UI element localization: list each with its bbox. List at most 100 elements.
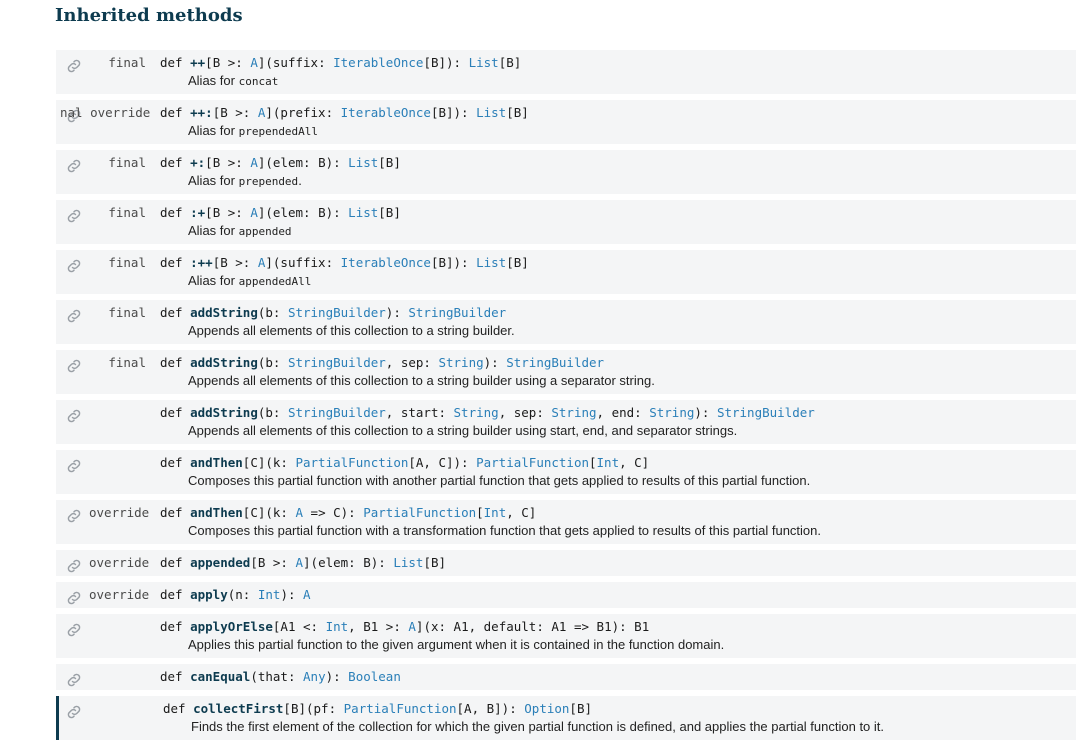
type-link[interactable]: Boolean xyxy=(348,669,401,684)
link-icon[interactable] xyxy=(64,407,82,425)
type-link[interactable]: Int xyxy=(325,619,349,634)
type-link[interactable]: A xyxy=(303,587,311,602)
method-signature: def ++:[B >: A](prefix: IterableOnce[B])… xyxy=(160,105,529,120)
link-icon[interactable] xyxy=(64,57,82,75)
type-link[interactable]: IterableOnce xyxy=(333,55,424,70)
link-icon[interactable] xyxy=(64,703,82,721)
type-link[interactable]: List xyxy=(468,55,499,70)
method-name-link[interactable]: applyOrElse xyxy=(190,619,273,634)
method-signature: def addString(b: StringBuilder, sep: Str… xyxy=(160,355,604,370)
type-link[interactable]: PartialFunction xyxy=(363,505,477,520)
link-icon[interactable] xyxy=(64,507,82,525)
signature-text: (b: xyxy=(257,355,288,370)
type-link[interactable]: IterableOnce xyxy=(340,255,431,270)
link-icon[interactable] xyxy=(64,557,82,575)
link-icon[interactable] xyxy=(64,307,82,325)
link-icon[interactable] xyxy=(64,589,82,607)
type-link[interactable]: List xyxy=(476,255,507,270)
type-link[interactable]: A xyxy=(408,619,416,634)
signature-text: , B1 >: xyxy=(348,619,409,634)
signature-text: def xyxy=(160,505,191,520)
type-link[interactable]: A xyxy=(250,55,258,70)
type-link[interactable]: A xyxy=(257,255,266,270)
type-link[interactable]: List xyxy=(476,105,507,120)
type-link[interactable]: Any xyxy=(303,669,326,684)
method-name-link[interactable]: addString xyxy=(190,355,258,370)
method-name-link[interactable]: canEqual xyxy=(190,669,251,684)
type-link[interactable]: IterableOnce xyxy=(340,105,431,120)
link-icon[interactable] xyxy=(64,671,82,689)
type-link[interactable]: A xyxy=(257,105,266,120)
type-link[interactable]: StringBuilder xyxy=(287,405,386,420)
method-description: Alias for concat xyxy=(188,73,278,88)
signature-text: [B >: xyxy=(212,105,258,120)
link-icon[interactable] xyxy=(64,107,82,125)
signature-text: [B]): xyxy=(423,55,469,70)
link-icon[interactable] xyxy=(64,357,82,375)
method-name-link[interactable]: +: xyxy=(190,155,206,170)
type-link[interactable]: PartialFunction xyxy=(295,455,409,470)
type-link[interactable]: List xyxy=(348,205,379,220)
signature-text: ](elem: B): xyxy=(257,205,349,220)
type-link[interactable]: List xyxy=(393,555,424,570)
link-icon[interactable] xyxy=(64,457,82,475)
type-link[interactable]: StringBuilder xyxy=(287,355,386,370)
signature-text: [A, C]): xyxy=(408,455,477,470)
type-link[interactable]: StringBuilder xyxy=(506,355,605,370)
signature-text: def xyxy=(160,105,191,120)
type-link[interactable]: PartialFunction xyxy=(343,701,457,716)
type-link[interactable]: Int xyxy=(596,455,620,470)
method-name-link[interactable]: :+ xyxy=(190,205,206,220)
signature-text: def xyxy=(160,455,191,470)
method-name-link[interactable]: appended xyxy=(190,555,251,570)
type-link[interactable]: StringBuilder xyxy=(408,305,507,320)
signature-text: , sep: xyxy=(385,355,439,370)
signature-text: , C] xyxy=(506,505,537,520)
method-name-link[interactable]: :++ xyxy=(190,255,213,270)
type-link[interactable]: PartialFunction xyxy=(476,455,589,470)
signature-text: [B] xyxy=(569,701,592,716)
signature-text: [B] xyxy=(498,55,522,70)
description-code: prepended xyxy=(238,175,299,188)
method-name-link[interactable]: ++ xyxy=(190,55,206,70)
description-text: Alias for xyxy=(188,73,239,88)
method-name-link[interactable]: andThen xyxy=(190,505,243,520)
signature-text: [B] xyxy=(378,205,401,220)
method-name-link[interactable]: addString xyxy=(190,405,258,420)
method-modifiers: final xyxy=(108,205,146,220)
type-link[interactable]: Int xyxy=(483,505,507,520)
method-signature: def :++[B >: A](suffix: IterableOnce[B])… xyxy=(160,255,529,270)
method-name-link[interactable]: collectFirst xyxy=(193,701,284,716)
type-link[interactable]: String xyxy=(438,355,484,370)
method-name-link[interactable]: addString xyxy=(190,305,258,320)
method-name-link[interactable]: andThen xyxy=(190,455,243,470)
description-text: Applies this partial function to the giv… xyxy=(188,637,725,652)
signature-text: , start: xyxy=(385,405,454,420)
type-link[interactable]: A xyxy=(250,155,258,170)
type-link[interactable]: StringBuilder xyxy=(716,405,815,420)
description-text: Appends all elements of this collection … xyxy=(188,423,738,438)
type-link[interactable]: A xyxy=(295,555,304,570)
type-link[interactable]: Option xyxy=(524,701,570,716)
method-name-link[interactable]: ++: xyxy=(190,105,213,120)
method-description: Alias for appended xyxy=(188,223,292,238)
type-link[interactable]: A xyxy=(250,205,258,220)
method-name-link[interactable]: apply xyxy=(190,587,228,602)
type-link[interactable]: A xyxy=(295,505,304,520)
signature-text: def xyxy=(160,405,191,420)
type-link[interactable]: Int xyxy=(257,587,281,602)
type-link[interactable]: String xyxy=(551,405,597,420)
type-link[interactable]: String xyxy=(649,405,695,420)
type-link[interactable]: String xyxy=(453,405,499,420)
signature-text: def xyxy=(160,669,191,684)
link-icon[interactable] xyxy=(64,621,82,639)
type-link[interactable]: StringBuilder xyxy=(287,305,386,320)
link-icon[interactable] xyxy=(64,207,82,225)
type-link[interactable]: List xyxy=(348,155,379,170)
signature-text: def xyxy=(160,55,191,70)
link-icon[interactable] xyxy=(64,157,82,175)
description-code: appendedAll xyxy=(238,275,312,288)
link-icon[interactable] xyxy=(64,257,82,275)
